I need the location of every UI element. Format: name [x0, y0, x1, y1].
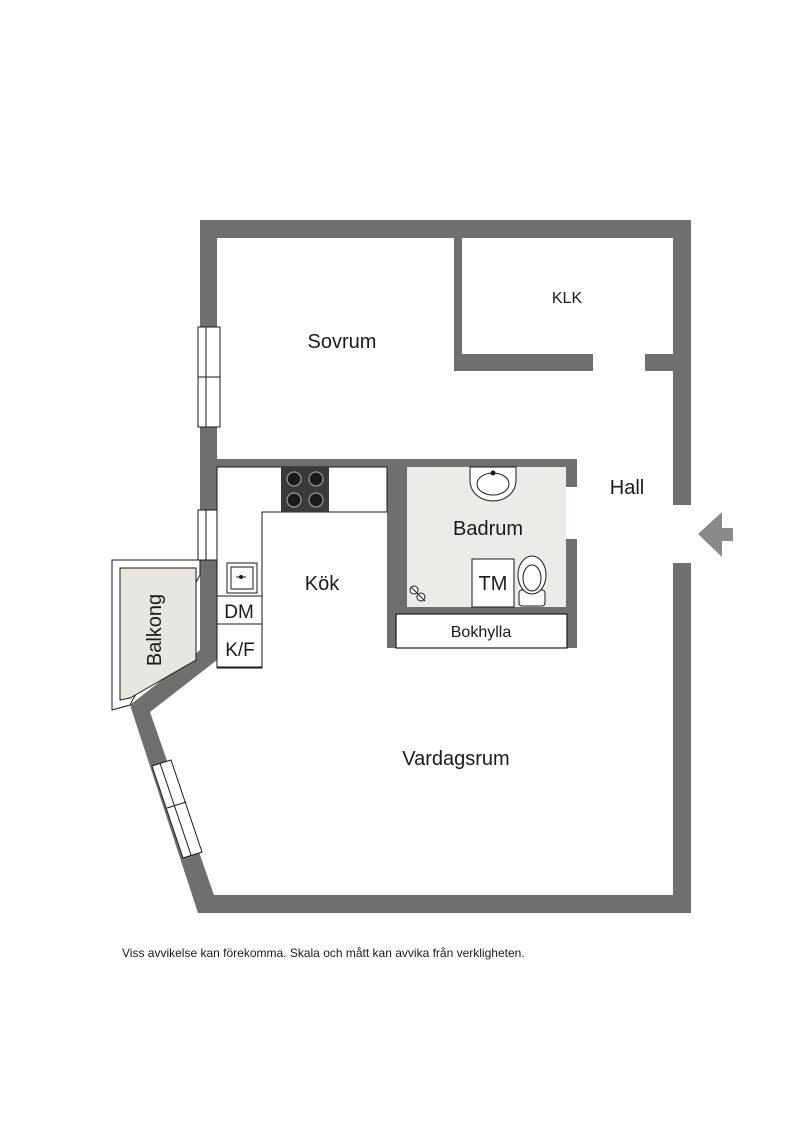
klk-floor	[462, 238, 673, 354]
window-icon	[197, 326, 221, 428]
room-label-hall: Hall	[610, 477, 644, 499]
room-label-kok: Kök	[305, 573, 340, 595]
disclaimer-text: Viss avvikelse kan förekomma. Skala och …	[122, 946, 525, 960]
dm-label: DM	[224, 602, 254, 623]
entrance-arrow-icon	[698, 512, 733, 557]
klk-door-opening	[593, 354, 645, 371]
stove-icon	[281, 467, 329, 512]
room-label-balkong: Balkong	[144, 594, 166, 666]
vardagsrum-floor	[150, 648, 673, 895]
room-label-klk: KLK	[552, 290, 583, 307]
floor-areas	[150, 238, 673, 895]
kf-cabinet: K/F	[216, 623, 263, 668]
room-label-vardagsrum: Vardagsrum	[402, 748, 509, 770]
sink-icon	[226, 562, 258, 594]
kf-label: K/F	[225, 640, 255, 661]
badrum-door-opening	[566, 487, 577, 539]
tm-box	[471, 558, 515, 608]
room-label-sovrum: Sovrum	[308, 331, 377, 353]
toilet-icon	[517, 555, 547, 607]
entrance-door-opening	[673, 505, 691, 563]
room-label-badrum: Badrum	[453, 518, 523, 540]
window-icon	[151, 759, 203, 859]
floor-drain-icon	[409, 585, 426, 602]
balcony-floor	[119, 567, 197, 701]
dm-cabinet: DM	[216, 595, 263, 625]
washbasin-icon	[469, 466, 517, 502]
bokhylla-label: Bokhylla	[451, 624, 512, 641]
tm-label: TM	[479, 573, 508, 595]
bokhylla-shelf	[395, 613, 568, 649]
